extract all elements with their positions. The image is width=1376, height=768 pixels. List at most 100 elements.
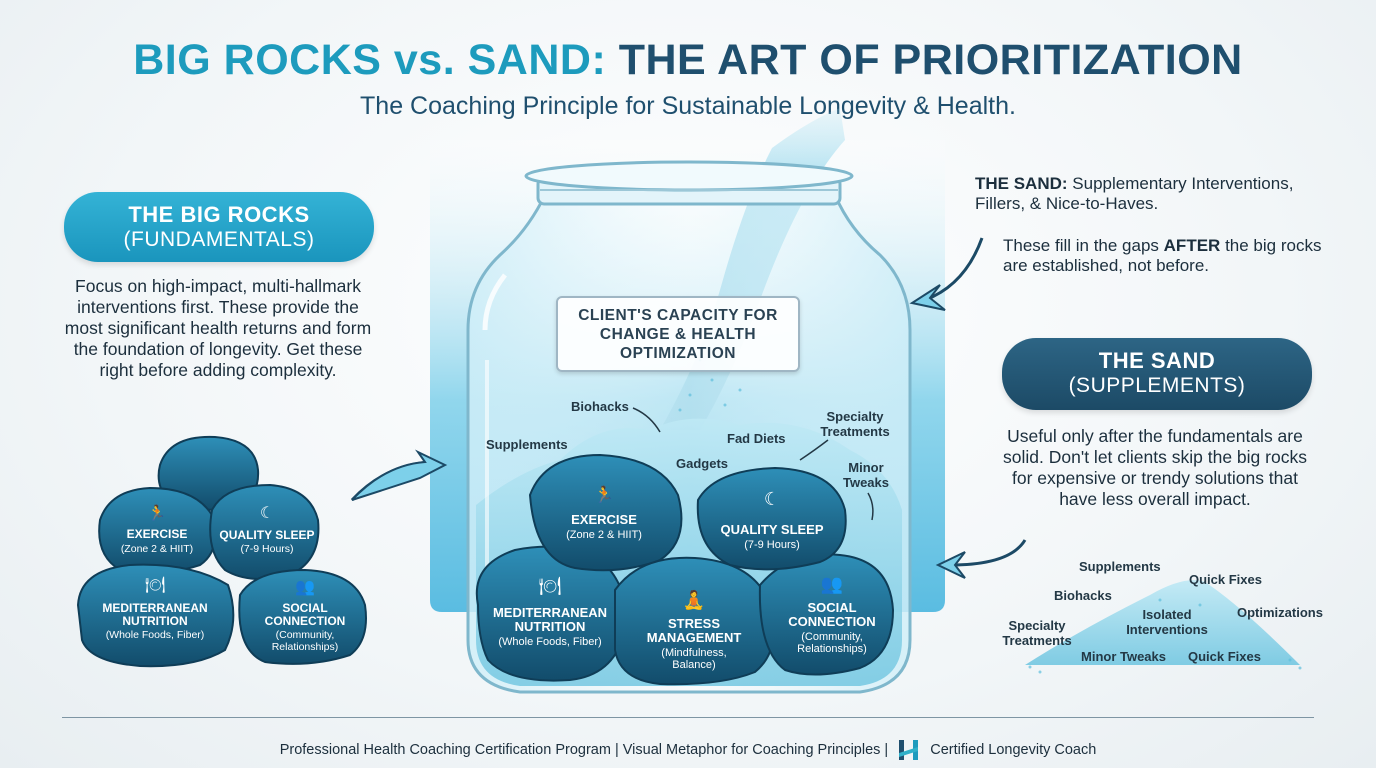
pile-moon-icon: ☾: [260, 505, 274, 522]
jar-label: CLIENT'S CAPACITY FOR CHANGE & HEALTH OP…: [556, 296, 800, 372]
plate-icon: 🍽: [539, 576, 562, 596]
jar-sand-fad-diets: Fad Diets: [727, 431, 786, 446]
sand-note-post: the big rocks are established, not befor…: [1003, 236, 1322, 275]
pile-rock-social: [238, 568, 367, 665]
people-icon: 👥: [821, 574, 843, 594]
jar-rock-nutrition-text: 🍽 MEDITERRANEAN NUTRITION (Whole Foods, …: [493, 576, 607, 648]
jar-stress-name-2: MANAGEMENT: [647, 630, 742, 645]
pile-plate-icon: 🍽: [145, 576, 165, 594]
jar-nutrition-name-1: MEDITERRANEAN: [493, 605, 607, 620]
arrow-bottom-right: [949, 539, 1027, 567]
arrow-top-right: [924, 237, 984, 302]
big-rocks-heading: THE BIG ROCKS: [128, 202, 310, 227]
jar-rock-sleep-text: ☾ QUALITY SLEEP (7-9 Hours): [720, 489, 823, 551]
jar-sand-minor-1: Minor: [848, 460, 884, 475]
jar-label-text: CLIENT'S CAPACITY FOR CHANGE & HEALTH OP…: [578, 306, 778, 362]
meditation-icon: 🧘: [683, 589, 705, 610]
jar-rock-exercise: [528, 453, 683, 572]
pile-supplements: Supplements: [1079, 559, 1161, 574]
jar-sleep-detail: (7-9 Hours): [744, 539, 800, 551]
pile-quick-fixes-2: Quick Fixes: [1188, 649, 1261, 664]
sand-intro-text: Supplementary Interventions, Fillers, & …: [975, 174, 1294, 213]
sand-intro: THE SAND: Supplementary Interventions, F…: [975, 174, 1335, 214]
title-part-2: THE ART OF PRIORITIZATION: [618, 36, 1243, 84]
big-rocks-description: Focus on high-impact, multi-hallmark int…: [64, 276, 372, 380]
sand-speckles: [678, 358, 1302, 674]
jar-sand-specialty-1: Specialty: [826, 409, 884, 424]
jar-social-detail-1: (Community,: [801, 631, 863, 643]
sand-pile: [1025, 580, 1300, 665]
pile-social-detail-1: (Community,: [276, 629, 335, 641]
pile-exercise-detail: (Zone 2 & HIIT): [121, 543, 193, 555]
running-icon: 🏃: [594, 485, 614, 504]
jar-rim: [524, 160, 854, 192]
pile-running-icon: 🏃: [148, 504, 167, 522]
pile-specialty: Specialty Treatments: [997, 618, 1077, 648]
pile-sleep-detail: (7-9 Hours): [240, 543, 293, 555]
sand-note-pre: These fill in the gaps: [1003, 236, 1159, 255]
big-rocks-subheading: (FUNDAMENTALS): [123, 228, 315, 251]
jar-rock-stress-text: 🧘 STRESS MANAGEMENT (Mindfulness, Balanc…: [647, 589, 742, 671]
pile-social-detail-2: Relationships): [272, 641, 339, 653]
pile-people-icon: 👥: [295, 579, 315, 596]
pile-nutrition-detail: (Whole Foods, Fiber): [106, 629, 205, 641]
jar-rock-sleep: [696, 466, 847, 571]
jar-sand-minor: Minor Tweaks: [838, 460, 894, 490]
pile-specialty-1: Specialty: [1008, 618, 1066, 633]
sand-note-bold: AFTER: [1163, 236, 1221, 255]
jar-social-detail-2: Relationships): [797, 643, 867, 655]
pile-rock-nutrition-text: 🍽 MEDITERRANEAN NUTRITION (Whole Foods, …: [102, 576, 207, 641]
pile-rock-social-text: 👥 SOCIAL CONNECTION (Community, Relation…: [265, 579, 346, 653]
sand-subheading: (SUPPLEMENTS): [1068, 374, 1246, 397]
pile-rock-sleep: [209, 483, 320, 580]
jar-exercise-name: EXERCISE: [571, 512, 637, 527]
sand-intro-bold: THE SAND:: [975, 174, 1068, 193]
pile-rock-sleep-text: ☾ QUALITY SLEEP (7-9 Hours): [219, 505, 314, 555]
jar-sand-biohacks: Biohacks: [571, 399, 629, 414]
jar-sand-gadgets: Gadgets: [676, 456, 729, 471]
pile-isolated-1: Isolated: [1142, 607, 1192, 622]
page-subtitle: The Coaching Principle for Sustainable L…: [360, 92, 1016, 120]
sand-heading: THE SAND: [1098, 348, 1216, 373]
pile-exercise-name: EXERCISE: [127, 527, 188, 541]
pile-nutrition-name-2: NUTRITION: [122, 614, 187, 628]
pile-isolated: Isolated Interventions: [1122, 607, 1212, 637]
pile-quick-fixes-1: Quick Fixes: [1189, 572, 1262, 587]
pile-sleep-name: QUALITY SLEEP: [219, 528, 314, 542]
pile-rock-nutrition: [76, 563, 235, 668]
jar-nutrition-name-2: NUTRITION: [515, 619, 586, 634]
jar-sand-specialty-2: Treatments: [820, 424, 890, 439]
title-part-1: BIG ROCKS vs. SAND:: [133, 36, 607, 84]
jar-exercise-detail: (Zone 2 & HIIT): [566, 529, 642, 541]
jar-nutrition-detail: (Whole Foods, Fiber): [498, 636, 601, 648]
pile-biohacks: Biohacks: [1054, 588, 1112, 603]
sand-badge: THE SAND (SUPPLEMENTS): [1002, 338, 1312, 410]
jar-rock-exercise-text: 🏃 EXERCISE (Zone 2 & HIIT): [566, 485, 642, 541]
footer-divider: [62, 717, 1314, 718]
pile-isolated-2: Interventions: [1126, 622, 1208, 637]
jar-sand-specialty: Specialty Treatments: [810, 409, 900, 439]
page-title: BIG ROCKS vs. SAND: THE ART OF PRIORITIZ…: [0, 36, 1376, 85]
footer-program: Professional Health Coaching Certificati…: [279, 741, 889, 758]
jar-stress-detail-2: Balance): [672, 659, 715, 671]
jar-stress-detail-1: (Mindfulness,: [661, 647, 726, 659]
pile-rock-exercise-text: 🏃 EXERCISE (Zone 2 & HIIT): [121, 504, 193, 555]
jar-stress-name-1: STRESS: [668, 616, 720, 631]
pile-minor-tweaks: Minor Tweaks: [1081, 649, 1167, 664]
footer: Professional Health Coaching Certificati…: [0, 737, 1376, 763]
footer-brand: Certified Longevity Coach: [930, 741, 1097, 758]
sand-description: Useful only after the fundamentals are s…: [1003, 426, 1307, 509]
jar-sand-minor-2: Tweaks: [842, 475, 889, 490]
jar-rock-social-text: 👥 SOCIAL CONNECTION (Community, Relation…: [788, 574, 875, 655]
jar-sand-supplements: Supplements: [486, 437, 568, 452]
pile-social-name-2: CONNECTION: [265, 614, 346, 628]
jar-social-name-1: SOCIAL: [807, 600, 856, 615]
coach-logo-icon: [899, 740, 919, 760]
moon-icon: ☾: [764, 489, 780, 509]
pile-optimizations: Optimizations: [1237, 605, 1323, 620]
pile-social-name-1: SOCIAL: [282, 601, 327, 615]
big-rocks-badge: THE BIG ROCKS (FUNDAMENTALS): [64, 192, 374, 262]
jar-sleep-name: QUALITY SLEEP: [720, 522, 823, 537]
pile-nutrition-name-1: MEDITERRANEAN: [102, 601, 207, 615]
jar-social-name-2: CONNECTION: [788, 614, 875, 629]
